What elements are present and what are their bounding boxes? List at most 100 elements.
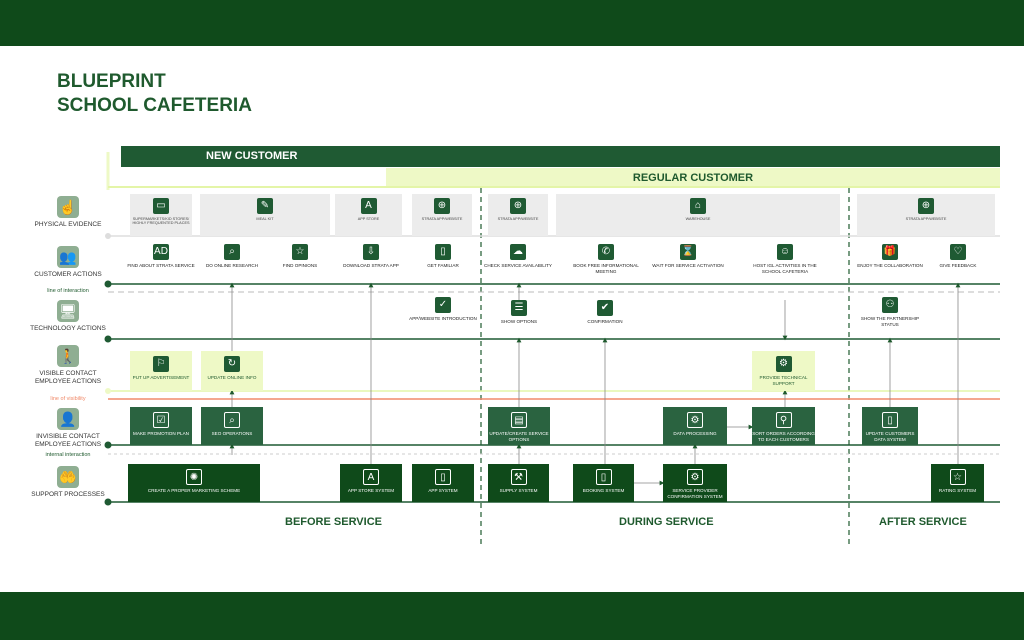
regular-customer-bar: REGULAR CUSTOMER: [386, 168, 1000, 188]
people-table-icon: ☺: [777, 244, 793, 260]
bottom-banner: [0, 592, 1024, 640]
support-supply-system: ⚒SUPPLY SYSTEM: [488, 464, 549, 502]
phone-gear-icon: ⚙: [687, 469, 703, 485]
evidence-warehouse: ⌂WAREHOUSE: [556, 194, 840, 236]
phone-app-icon: A: [363, 469, 379, 485]
presenting-icon: ⚐: [153, 356, 169, 372]
meal-kit-icon: ✎: [257, 198, 273, 214]
invisible-sort-orders: ⚲SORT ORDERS ACCORDING TO EACH CUSTOMERS: [752, 407, 815, 445]
support-marketing-scheme: ✺CREATE A PROPER MARKETING SCHEME: [128, 464, 260, 502]
computer-icon: 🖥: [57, 300, 79, 322]
customer-action-wait-activation: ⌛WAIT FOR SERVICE ACTIVATION: [652, 244, 724, 268]
row-label-invisible-actions: 👤INVISIBLE CONTACT EMPLOYEE ACTIONS: [30, 408, 106, 449]
tech-action-show-options: ☰SHOW OPTIONS: [500, 300, 538, 324]
hourglass-icon: ⌛: [680, 244, 696, 260]
gears-support-icon: ⚙: [775, 356, 792, 372]
delivery-person-icon: 🚶: [57, 345, 79, 367]
heart-chat-icon: ♡: [950, 244, 966, 260]
row-label-physical-evidence: ☝PHYSICAL EVIDENCE: [30, 196, 106, 229]
evidence-app-website-2: ⊕STRATA APP/WEBSITE: [488, 194, 548, 236]
warehouse-icon: ⌂: [690, 198, 706, 214]
evidence-app-website-3: ⊕STRATA APP/WEBSITE: [857, 194, 995, 236]
globe-icon: ⊕: [510, 198, 526, 214]
gift-icon: 🎁: [882, 244, 898, 260]
customer-action-check-availability: ☁CHECK SERVICE AVAILABILITY: [484, 244, 552, 268]
invisible-seo-operations: ⌕SEO OPERATIONS: [201, 407, 263, 445]
phone-app-icon: ▯: [435, 469, 451, 485]
invisible-update-customers-data: ▯UPDATE CUSTOMERS DATA SYSTEM: [862, 407, 918, 445]
tech-action-introduction: ✓APP/WEBSITE INTRODUCTION: [409, 297, 477, 321]
invisible-update-service-options: ▤UPDATE/CREATE SERVICE OPTIONS: [488, 407, 550, 445]
cloud-download-icon: ⇩: [363, 244, 379, 260]
new-customer-bar: NEW CUSTOMER: [121, 146, 1000, 167]
title-line-1: BLUEPRINT: [57, 71, 166, 92]
ad-icon: AD: [153, 244, 169, 260]
row-label-visible-actions: 🚶VISIBLE CONTACT EMPLOYEE ACTIONS: [30, 345, 106, 386]
app-store-icon: A: [360, 198, 377, 214]
research-icon: ⌕: [224, 244, 240, 260]
customer-action-enjoy: 🎁ENJOY THE COLLABORATION: [857, 244, 923, 268]
checklist-icon: ☑: [153, 412, 169, 428]
refresh-window-icon: ↻: [224, 356, 240, 372]
page-title: BLUEPRINT SCHOOL CAFETERIA: [57, 70, 252, 118]
customer-action-give-feedback: ♡GIVE FEEDBACK: [939, 244, 977, 268]
partners-icon: ⚇: [882, 297, 898, 313]
row-label-technology-actions: 🖥TECHNOLOGY ACTIONS: [30, 300, 106, 333]
support-rating-system: ☆RATING SYSTEM: [931, 464, 984, 502]
evidence-meal-kit: ✎MEAL KIT: [200, 194, 330, 236]
customer-action-host-activities: ☺HOST IGL ACTIVITIES IN THE SCHOOL CAFET…: [753, 244, 817, 274]
title-line-2: SCHOOL CAFETERIA: [57, 95, 252, 116]
globe-icon: ⊕: [434, 198, 450, 214]
customer-action-online-research: ⌕DO ONLINE RESEARCH: [205, 244, 259, 268]
row-label-support-processes: 🤲SUPPORT PROCESSES: [30, 466, 106, 499]
row-label-customer-actions: 👥CUSTOMER ACTIONS: [30, 246, 106, 279]
phone-icon: ✆: [598, 244, 614, 260]
top-banner: [0, 0, 1024, 46]
check-badge-icon: ✔: [597, 300, 613, 316]
document-check-icon: ✓: [435, 297, 451, 313]
globe-icon: ⊕: [918, 198, 934, 214]
phase-before-service: BEFORE SERVICE: [285, 516, 382, 528]
customer-action-book-meeting: ✆BOOK FREE INFORMATIONAL MEETING: [573, 244, 639, 274]
star-chat-icon: ☆: [292, 244, 308, 260]
phone-booking-icon: ▯: [595, 469, 612, 485]
phase-after-service: AFTER SERVICE: [879, 516, 967, 528]
support-booking-system: ▯BOOKING SYSTEM: [573, 464, 634, 502]
visible-technical-support: ⚙PROVIDE TECHNICAL SUPPORT: [752, 351, 815, 391]
line-of-interaction-label: line of interaction: [47, 288, 89, 294]
office-worker-icon: 👤: [57, 408, 79, 430]
hand-support-icon: 🤲: [57, 466, 79, 488]
visible-put-up-ad: ⚐PUT UP ADVERTISEMENT: [130, 351, 192, 391]
line-of-visibility-label: line of visibility: [50, 396, 86, 402]
customer-action-get-familiar: ▯GET FAMILIAR: [427, 244, 459, 268]
cloud-server-icon: ☁: [510, 244, 526, 260]
book-icon: ▯: [435, 244, 451, 260]
list-icon: ☰: [511, 300, 527, 316]
people-icon: 👥: [57, 246, 79, 268]
pointing-hand-icon: ☝: [57, 196, 79, 218]
visible-update-online-info: ↻UPDATE ONLINE INFO: [201, 351, 263, 391]
tech-action-confirmation: ✔CONFIRMATION: [587, 300, 623, 324]
evidence-app-website: ⊕STRATA APP/WEBSITE: [412, 194, 472, 236]
customer-action-download-app: ⇩DOWNLOAD STRATA APP: [343, 244, 399, 268]
support-confirmation-system: ⚙SERVICE PROVIDER CONFIRMATION SYSTEM: [663, 464, 727, 502]
billboard-icon: ▭: [153, 198, 169, 214]
invisible-data-processing: ⚙DATA PROCESSING: [663, 407, 727, 445]
conveyor-icon: ⚒: [510, 469, 527, 485]
customer-action-find-opinions: ☆FIND OPINIONS: [282, 244, 318, 268]
phase-during-service: DURING SERVICE: [619, 516, 714, 528]
menu-book-icon: ▤: [511, 412, 527, 428]
hierarchy-icon: ⚲: [775, 412, 792, 428]
phone-data-icon: ▯: [882, 412, 898, 428]
stars-icon: ☆: [949, 469, 966, 485]
data-gears-icon: ⚙: [687, 412, 703, 428]
seo-icon: ⌕: [224, 412, 240, 428]
internal-interaction-label: internal interaction: [45, 452, 91, 458]
support-app-system: ▯APP SYSTEM: [412, 464, 474, 502]
network-icon: ✺: [186, 469, 202, 485]
invisible-promotion-plan: ☑MAKE PROMOTION PLAN: [130, 407, 192, 445]
